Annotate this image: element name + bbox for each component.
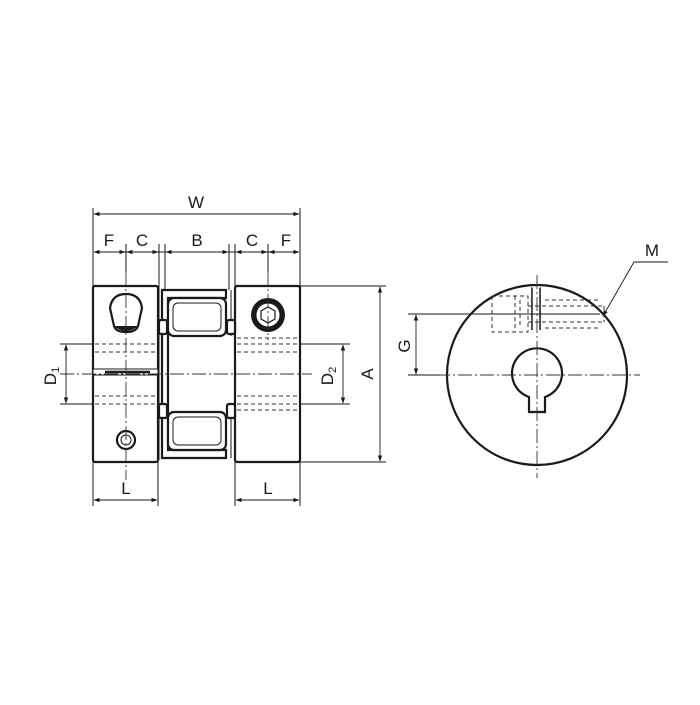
leader-M bbox=[602, 261, 668, 317]
label-M: M bbox=[645, 241, 659, 260]
lower-jaw bbox=[166, 410, 228, 452]
label-W: W bbox=[188, 193, 204, 212]
svg-text:D2: D2 bbox=[318, 367, 339, 385]
label-L-right: L bbox=[263, 479, 272, 498]
label-F-right: F bbox=[281, 231, 291, 250]
label-D2: D2 bbox=[318, 367, 339, 385]
front-view: W F C B C F D1 D2 bbox=[41, 193, 386, 506]
svg-text:D1: D1 bbox=[41, 367, 62, 385]
label-D1: D1 bbox=[41, 367, 62, 385]
label-F-left: F bbox=[104, 231, 114, 250]
hex-socket-screw bbox=[251, 298, 285, 332]
label-L-left: L bbox=[121, 479, 130, 498]
label-G: G bbox=[395, 339, 414, 352]
label-C-right: C bbox=[246, 231, 258, 250]
side-view: G M bbox=[395, 241, 668, 478]
label-A: A bbox=[358, 368, 377, 380]
label-C-left: C bbox=[136, 231, 148, 250]
spider-element bbox=[160, 288, 228, 460]
upper-jaw bbox=[166, 296, 228, 338]
label-B: B bbox=[191, 231, 202, 250]
